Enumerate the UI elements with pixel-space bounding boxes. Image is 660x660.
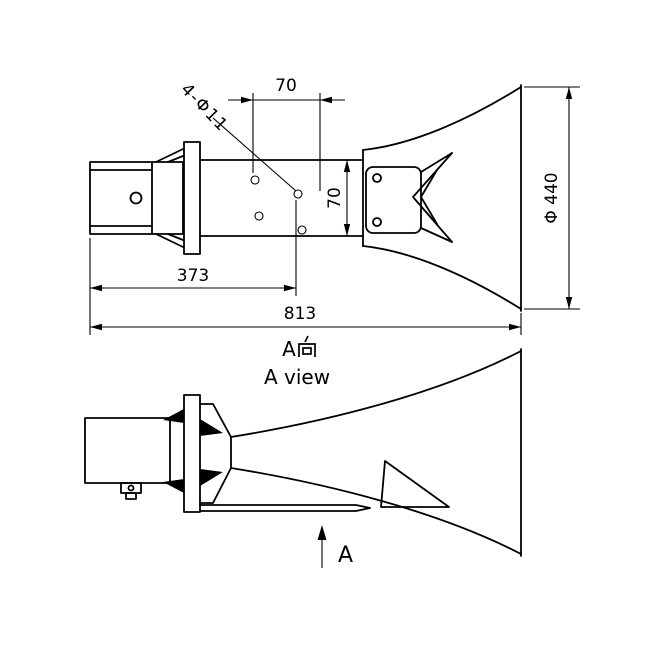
dim-arrow-up-icon bbox=[565, 87, 573, 99]
dim-373-value: 373 bbox=[177, 266, 209, 286]
bell-bottom-edge bbox=[230, 467, 522, 555]
petal-chevron-outer bbox=[412, 152, 453, 243]
bell-top-edge bbox=[230, 350, 522, 438]
dim-arrow-left-icon bbox=[320, 96, 332, 104]
dimension-hole-spacing-70: 70 bbox=[228, 76, 345, 191]
a-view-label-en: A view bbox=[264, 365, 330, 389]
mount-hole bbox=[250, 175, 260, 185]
dimension-throat-70: 70 bbox=[325, 160, 351, 236]
dim-arrow-up-icon bbox=[343, 160, 351, 172]
terminal-box bbox=[120, 482, 142, 494]
driver-body-hole bbox=[129, 191, 143, 205]
flange-plate bbox=[183, 141, 201, 255]
a-view: A bbox=[84, 348, 522, 568]
driver-body-inner-lines bbox=[89, 161, 153, 235]
driver-nose-outline bbox=[199, 403, 232, 504]
petal-chevron-inner bbox=[420, 169, 438, 225]
bell-bottom-edge bbox=[362, 245, 522, 310]
dim-arrow-down-icon bbox=[565, 297, 573, 309]
shoulder-taper-lines bbox=[155, 148, 184, 248]
hole-callout-text: 4-Φ11 bbox=[176, 80, 232, 137]
dim-arrow-left-icon bbox=[90, 323, 102, 331]
clamp-wedge bbox=[163, 479, 184, 493]
xiang-enclosure-stroke bbox=[298, 343, 316, 357]
dim-70h-value: 70 bbox=[275, 76, 297, 96]
mounting-bracket bbox=[365, 166, 422, 234]
direction-arrow-label: A bbox=[338, 543, 353, 568]
mount-hole bbox=[297, 225, 307, 235]
clamp-wedge bbox=[163, 409, 184, 423]
dim-arrow-left-icon bbox=[90, 284, 102, 292]
xiang-character-glyph bbox=[298, 335, 316, 357]
dim-phi440-lines bbox=[524, 86, 580, 310]
dim-arrow-right-icon bbox=[241, 96, 253, 104]
direction-arrow-a: A bbox=[317, 525, 353, 568]
mount-hole bbox=[254, 211, 264, 221]
a-view-label-cn-letter: A bbox=[282, 337, 296, 361]
clamp-wedge bbox=[200, 419, 223, 436]
view-label: A A view bbox=[264, 335, 330, 389]
dim-arrow-right-icon bbox=[509, 323, 521, 331]
bracket-arm bbox=[199, 504, 371, 512]
dim-813-lines bbox=[90, 313, 522, 335]
flange-plate bbox=[183, 394, 201, 513]
dim-arrow-right-icon bbox=[284, 284, 296, 292]
petal-joint-lines bbox=[420, 152, 453, 243]
bell-top-edge bbox=[362, 86, 522, 151]
driver-body-outline bbox=[84, 417, 171, 484]
dim-arrow-down-icon bbox=[343, 224, 351, 236]
xiang-top-stroke bbox=[304, 335, 309, 343]
terminal-bolt bbox=[127, 484, 135, 492]
dim-phi440-value: Φ 440 bbox=[542, 172, 562, 223]
bracket-fin bbox=[380, 460, 450, 508]
dimension-373: 373 bbox=[89, 200, 297, 335]
dim-70v-value: 70 bbox=[325, 187, 345, 209]
xiang-mouth-stroke bbox=[302, 347, 312, 355]
terminal-nut bbox=[125, 492, 137, 500]
direction-arrow-head-icon bbox=[317, 525, 327, 540]
side-view: 70 4-Φ11 70 Φ 440 bbox=[89, 76, 580, 335]
driver-body-outline bbox=[89, 161, 184, 235]
bracket-bolt-hole bbox=[372, 173, 382, 183]
dimension-mouth-diameter: Φ 440 bbox=[524, 86, 580, 310]
dimension-813: 813 bbox=[90, 304, 522, 335]
dim-813-value: 813 bbox=[284, 304, 316, 324]
dim-373-lines bbox=[89, 200, 297, 335]
dim-70h-lines bbox=[228, 93, 345, 191]
clamp-wedge bbox=[200, 469, 223, 486]
hole-callout: 4-Φ11 bbox=[176, 80, 297, 192]
mount-hole bbox=[293, 189, 303, 199]
bracket-bolt-hole bbox=[372, 217, 382, 227]
callout-leader-line bbox=[212, 117, 297, 192]
throat-tube bbox=[199, 159, 364, 237]
